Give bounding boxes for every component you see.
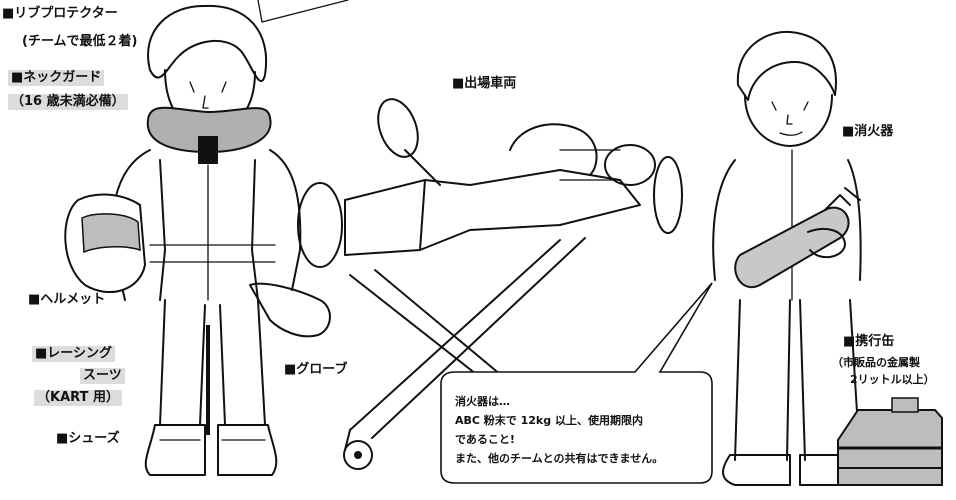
label-racing-suit-2: スーツ — [80, 368, 125, 384]
extinguisher-holder-figure — [712, 30, 868, 486]
label-helmet: ■ヘルメット — [28, 292, 106, 307]
kart-figure — [297, 98, 683, 470]
driver-figure — [64, 4, 331, 476]
label-neck-guard-note: （16 歳未満必備） — [8, 94, 128, 110]
right-shoe — [217, 424, 278, 476]
glove-shape — [249, 282, 331, 338]
label-can-note-1: （市販品の金属製 — [832, 356, 920, 369]
label-shoes: ■シューズ — [56, 431, 120, 446]
bubble-line-4: また、他のチームとの共有はできません。 — [455, 452, 664, 465]
bubble-line-1: 消火器は… — [455, 395, 510, 408]
bubble-line-2: ABC 粉末で 12kg 以上、使用期限内 — [455, 414, 643, 427]
speech-bubble-text: 消火器は… ABC 粉末で 12kg 以上、使用期限内 であること! また、他の… — [455, 392, 707, 468]
label-racing-suit-1: ■レーシング — [32, 346, 116, 362]
label-rib-protector-note: (チームで最低２着) — [22, 34, 138, 49]
label-glove: ■グローブ — [284, 362, 348, 377]
left-shoe — [144, 424, 206, 476]
top-bubble-tail — [257, 0, 349, 23]
label-extinguisher: ■消火器 — [842, 124, 894, 139]
label-can: ■携行缶 — [843, 334, 895, 349]
neck-guard-strap — [198, 136, 218, 164]
label-rib-protector: ■リブプロテクター — [2, 6, 118, 21]
label-racing-suit-3: （KART 用） — [34, 390, 122, 406]
label-can-note-2: 2リットル以上） — [850, 373, 935, 386]
speech-bubble — [440, 282, 713, 484]
fuel-can-figure — [837, 397, 943, 486]
neck-guard-shape — [146, 106, 272, 154]
bubble-line-3: であること! — [455, 433, 515, 446]
extinguisher-shape — [734, 206, 850, 289]
label-neck-guard: ■ネックガード — [8, 70, 105, 86]
label-vehicle: ■出場車両 — [452, 76, 517, 91]
